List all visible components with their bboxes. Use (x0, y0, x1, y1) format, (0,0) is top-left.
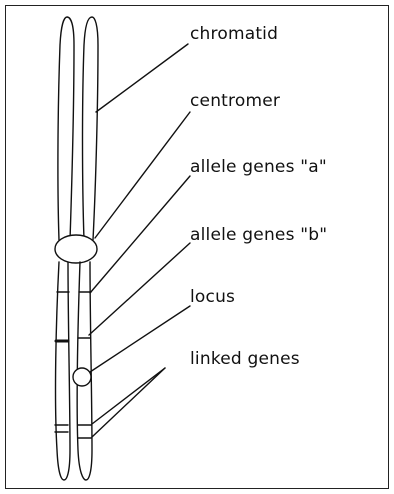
leader-linked-2 (92, 368, 165, 437)
leader-locus (90, 306, 190, 372)
leader-allele-a (90, 176, 190, 293)
label-allele-b: allele genes "b" (190, 225, 327, 245)
label-locus: locus (190, 287, 235, 307)
label-allele-a: allele genes "a" (190, 157, 327, 177)
leader-chromatid (96, 44, 188, 112)
label-chromatid: chromatid (190, 24, 278, 44)
leader-linked-1 (92, 368, 165, 424)
centromere (55, 235, 97, 263)
left-chromatid-upper (58, 17, 74, 240)
label-centromer: centromer (190, 91, 280, 111)
label-linked-genes: linked genes (190, 349, 300, 369)
leader-allele-b (89, 243, 190, 335)
locus-marker (73, 368, 91, 386)
left-chromatid-lower (56, 262, 70, 480)
leader-centromer (95, 112, 190, 238)
right-chromatid-upper (83, 17, 99, 240)
